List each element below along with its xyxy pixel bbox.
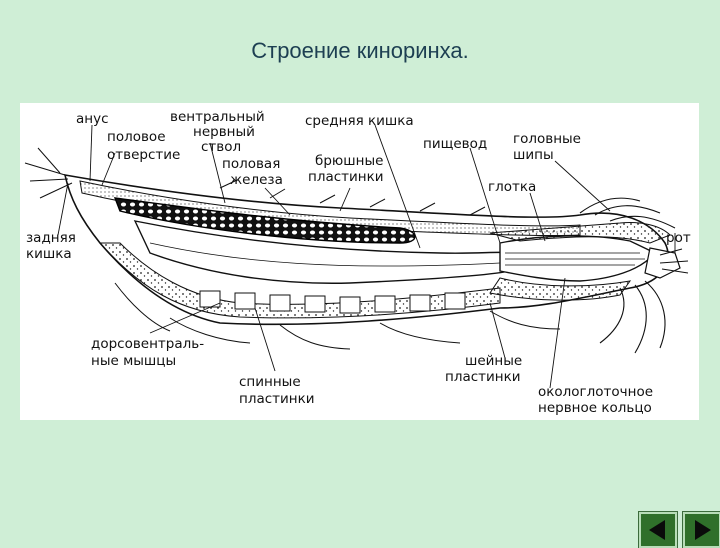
label-neck-plates-1: шейные — [465, 353, 522, 369]
label-neck-plates-2: пластинки — [445, 369, 521, 385]
gonad — [113, 197, 416, 244]
label-genital-1: половое — [107, 129, 166, 145]
label-hindgut-1: задняя — [26, 230, 76, 246]
dorsal-plates — [199, 290, 466, 314]
label-gonad-1: половая — [222, 156, 280, 172]
label-dorsal-plates-2: пластинки — [239, 391, 315, 407]
label-hindgut-2: кишка — [26, 246, 72, 262]
pharynx — [489, 222, 671, 301]
slide-title: Строение киноринха. — [251, 38, 469, 63]
label-esophagus: пищевод — [423, 136, 487, 152]
label-spines-1: головные — [513, 131, 581, 147]
kinorhynch-diagram: анус половое отверстие вентральный нервн… — [20, 103, 699, 420]
label-ventral-plates-1: брюшные — [315, 153, 383, 169]
triangle-left-icon — [649, 520, 665, 540]
label-spines-2: шипы — [513, 147, 554, 163]
label-nerve-ring-1: окологлоточное — [538, 384, 653, 400]
label-ventral-1: вентральный — [170, 109, 265, 125]
head-spines — [579, 197, 689, 354]
label-nerve-ring-2: нервное кольцо — [538, 400, 652, 416]
label-gonad-2: железа — [230, 172, 283, 188]
previous-slide-button[interactable] — [639, 512, 677, 548]
next-slide-button[interactable] — [683, 512, 720, 548]
triangle-right-icon — [695, 520, 711, 540]
label-dv-muscles-1: дорсовентраль- — [91, 336, 204, 352]
label-ventral-2: нервный — [193, 124, 255, 140]
label-ventral-3: ствол — [201, 139, 241, 155]
leader-lines — [57, 124, 676, 389]
label-dorsal-plates-1: спинные — [239, 374, 301, 390]
label-genital-2: отверстие — [107, 147, 180, 163]
label-mouth: рот — [666, 230, 691, 246]
label-midgut: средняя кишка — [305, 113, 414, 129]
label-ventral-plates-2: пластинки — [308, 169, 384, 185]
label-anus: анус — [76, 111, 109, 127]
label-dv-muscles-2: ные мышцы — [91, 353, 176, 369]
label-pharynx: глотка — [488, 179, 536, 195]
